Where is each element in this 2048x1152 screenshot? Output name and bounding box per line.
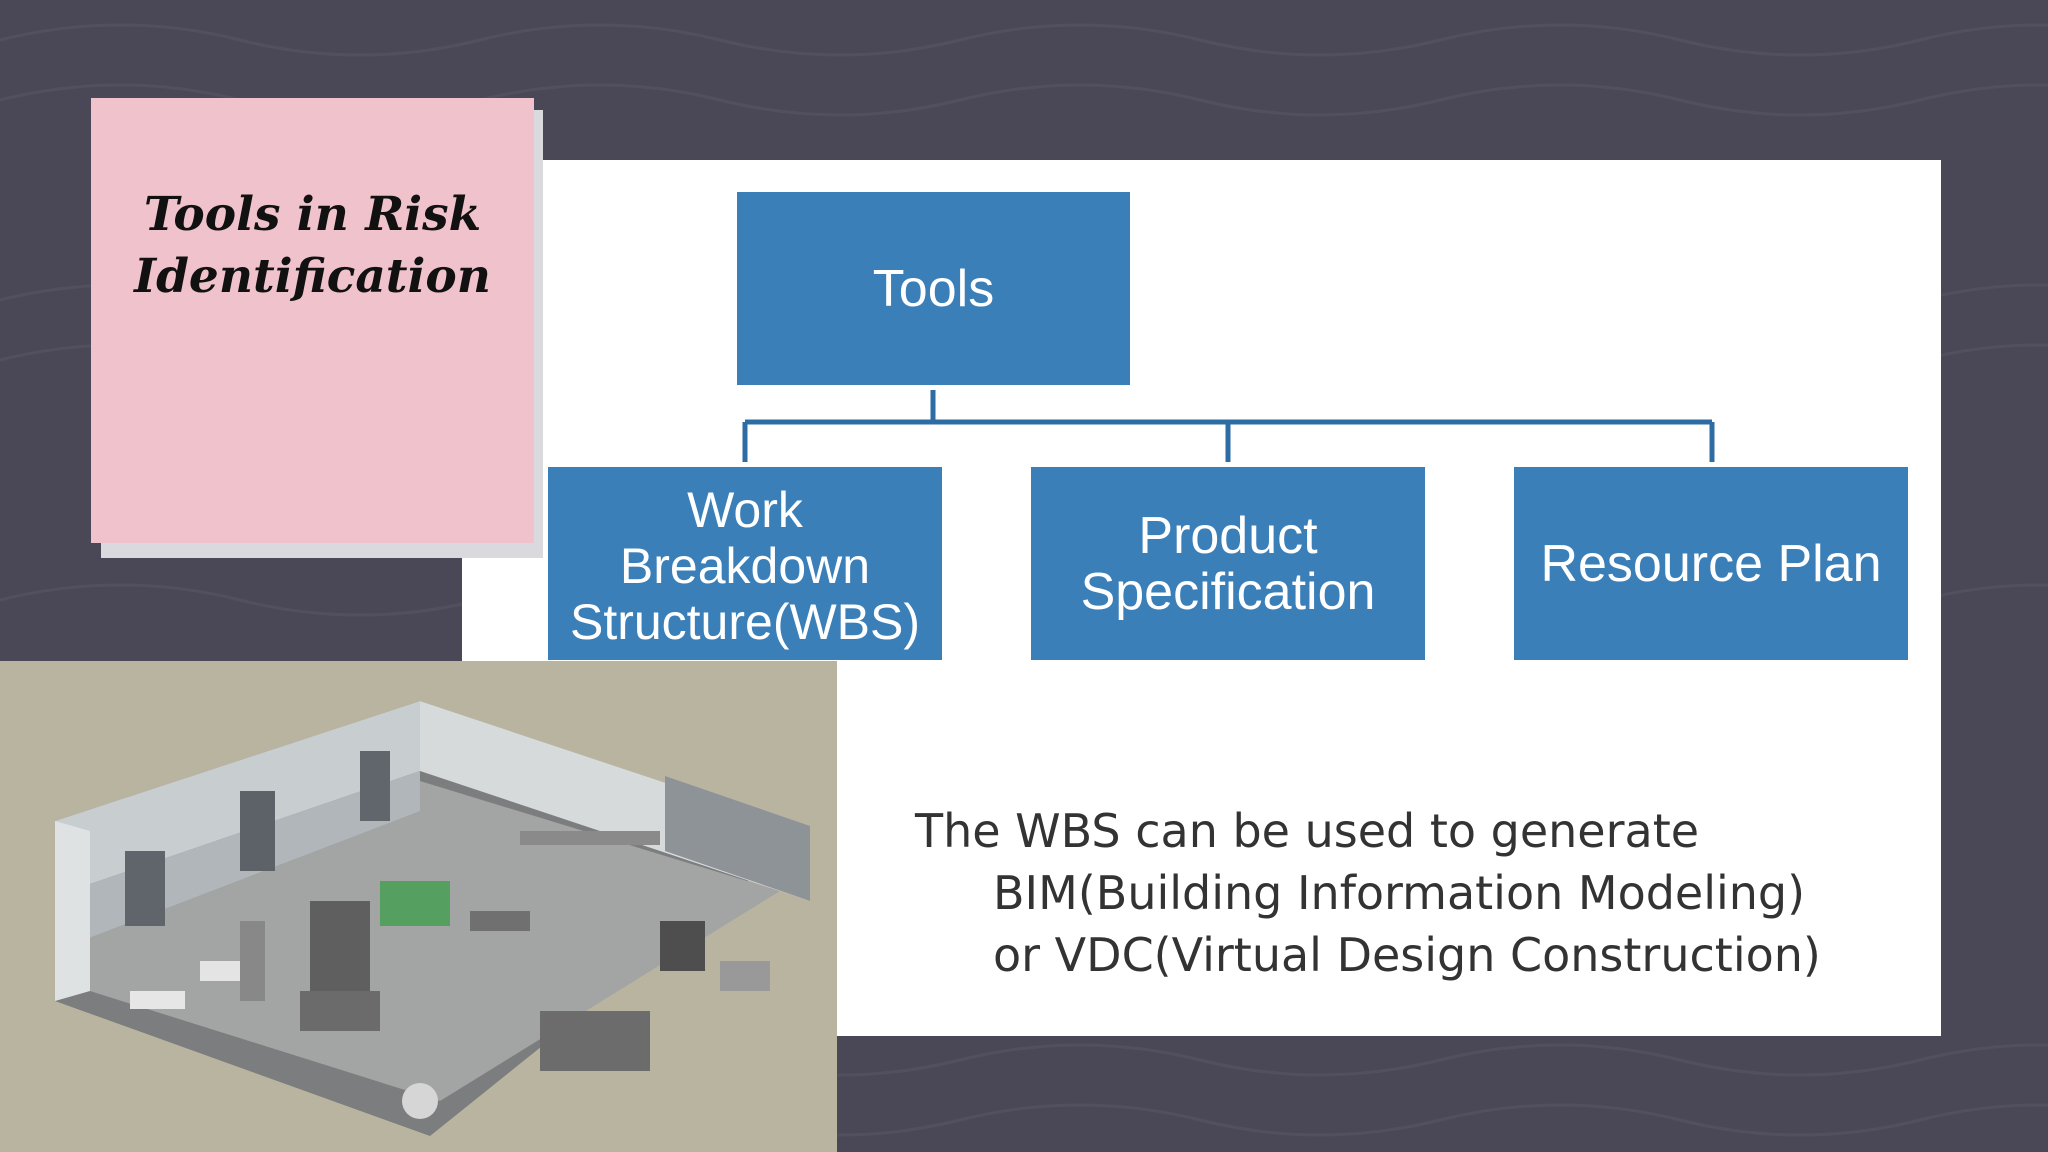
note-line: or VDC(Virtual Design Construction) bbox=[993, 928, 1821, 982]
node-label-line: Breakdown bbox=[619, 537, 871, 594]
diagram-node-wbs: Work Breakdown Structure(WBS) bbox=[548, 467, 942, 660]
note-line: BIM(Building Information Modeling) bbox=[993, 866, 1806, 920]
bim-model-image bbox=[0, 661, 837, 1152]
diagram-root-node: Tools bbox=[737, 192, 1130, 385]
note-line: The WBS can be used to generate bbox=[915, 804, 1700, 858]
diagram-node-product-specification: Product Specification bbox=[1031, 467, 1425, 660]
note-text: The WBS can be used to generate BIM(Buil… bbox=[915, 800, 1915, 986]
slide-title: Tools in Risk Identification bbox=[133, 184, 493, 308]
node-label-line: Structure(WBS) bbox=[569, 593, 921, 650]
diagram-node-resource-plan: Resource Plan bbox=[1514, 467, 1908, 660]
slide-title-line: Identification bbox=[134, 248, 491, 304]
node-label-line: Resource Plan bbox=[1540, 534, 1882, 593]
node-label-line: Product bbox=[1138, 506, 1318, 565]
title-card: Tools in Risk Identification bbox=[91, 98, 534, 543]
node-label-line: Specification bbox=[1080, 562, 1376, 621]
node-label-line: Work bbox=[687, 481, 803, 538]
slide-title-line: Tools in Risk bbox=[143, 186, 482, 242]
node-label: Tools bbox=[872, 259, 995, 318]
